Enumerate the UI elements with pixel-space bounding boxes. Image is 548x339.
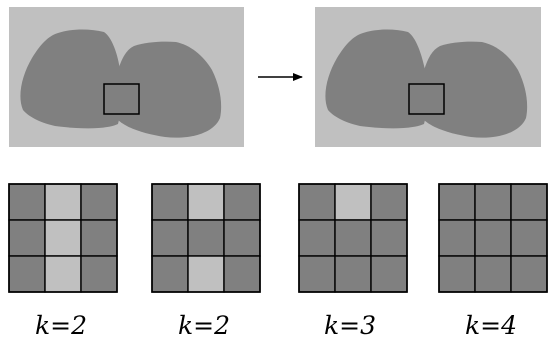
grid-cell-light	[187, 255, 225, 293]
grid-cell-dark	[151, 219, 189, 257]
before-left-blob	[20, 29, 121, 129]
grid-cell-dark	[474, 183, 512, 221]
neighborhood-grids: k=2 k=2 k=3 k=4	[8, 183, 548, 339]
k-label: k=2	[35, 311, 87, 339]
grid-cell-dark	[474, 219, 512, 257]
neighborhood-grid: k=3	[298, 183, 408, 339]
k-label: k=2	[178, 311, 230, 339]
before-panel	[9, 7, 244, 147]
grid-cell-dark	[370, 255, 408, 293]
k-label: k=4	[465, 311, 517, 339]
grid-cell-dark	[474, 255, 512, 293]
neighborhood-grid: k=4	[438, 183, 548, 339]
grid-cell-dark	[370, 219, 408, 257]
grid-cell-dark	[80, 255, 118, 293]
grid-border	[438, 183, 548, 293]
grid-cell-dark	[334, 219, 372, 257]
grid-cell-dark	[8, 219, 46, 257]
grid-cell-light	[187, 183, 225, 221]
after-left-blob	[325, 29, 427, 129]
grid-cell-dark	[223, 183, 261, 221]
grid-cell-dark	[298, 255, 336, 293]
grid-cell-dark	[80, 219, 118, 257]
grid-cell-dark	[8, 255, 46, 293]
grid-cell-dark	[223, 255, 261, 293]
grid-cell-dark	[370, 183, 408, 221]
before-right-blob	[113, 41, 222, 138]
grid-cell-dark	[80, 183, 118, 221]
grid-cell-dark	[187, 219, 225, 257]
grid-cell-dark	[510, 219, 548, 257]
k-label: k=3	[324, 311, 376, 339]
grid-border	[298, 183, 408, 293]
grid-cell-light	[334, 183, 372, 221]
grid-cell-dark	[438, 183, 476, 221]
grid-cell-dark	[223, 219, 261, 257]
grid-cell-dark	[334, 255, 372, 293]
grid-border	[151, 183, 261, 293]
grid-cell-dark	[151, 255, 189, 293]
after-window-box	[408, 83, 445, 115]
after-panel	[315, 7, 541, 147]
grid-cell-dark	[298, 219, 336, 257]
neighborhood-grid: k=2	[8, 183, 118, 339]
grid-cell-dark	[8, 183, 46, 221]
grid-cell-light	[44, 183, 82, 221]
grid-cell-dark	[438, 219, 476, 257]
grid-cell-light	[44, 219, 82, 257]
after-right-blob	[419, 41, 528, 138]
neighborhood-grid: k=2	[151, 183, 261, 339]
grid-border	[8, 183, 118, 293]
grid-cell-dark	[510, 255, 548, 293]
grid-cell-dark	[438, 255, 476, 293]
grid-cell-light	[44, 255, 82, 293]
grid-cell-dark	[510, 183, 548, 221]
grid-cell-dark	[151, 183, 189, 221]
before-window-box	[103, 83, 140, 115]
grid-cell-dark	[298, 183, 336, 221]
